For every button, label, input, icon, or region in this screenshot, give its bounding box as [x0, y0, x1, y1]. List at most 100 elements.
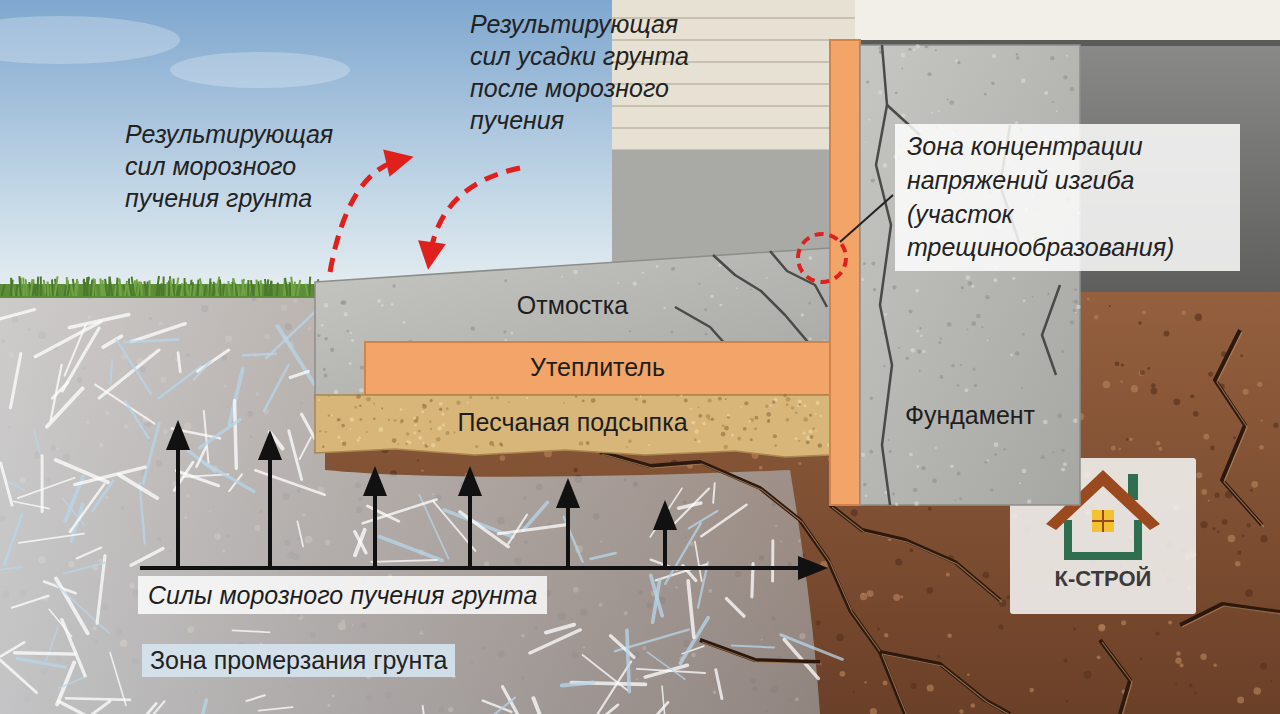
soil-grain [1111, 446, 1116, 451]
texture-dot [439, 402, 443, 406]
grass-blade [137, 281, 139, 296]
ice-crystal [65, 325, 86, 376]
texture-dot [938, 110, 940, 112]
texture-dot [337, 418, 341, 422]
texture-dot [915, 242, 917, 244]
grass-blade [105, 279, 107, 296]
texture-dot [321, 324, 324, 327]
texture-dot [1043, 420, 1048, 425]
soil-grain [815, 620, 820, 625]
soil-grain [862, 593, 864, 595]
grass-blade [242, 280, 244, 296]
soil-grain [1109, 305, 1111, 307]
soil-grain [895, 558, 902, 565]
ice-crystal [64, 563, 105, 574]
label-box: Силы морозного пучения грунта [138, 576, 547, 614]
texture-dot [863, 483, 867, 487]
soil-grain [1245, 589, 1253, 597]
soil-grain [1084, 671, 1092, 679]
grass-blade [265, 279, 267, 296]
grass-blade [213, 282, 215, 296]
soil-grain [1201, 489, 1207, 495]
texture-dot [964, 189, 968, 193]
ice-crystal [190, 700, 206, 714]
texture-dot [1015, 351, 1019, 355]
texture-dot [731, 433, 734, 436]
texture-dot [947, 98, 949, 100]
texture-dot [919, 327, 922, 330]
grass-blade [199, 286, 202, 296]
texture-dot [783, 394, 787, 398]
grass-blade [33, 284, 35, 296]
texture-dot [1078, 211, 1081, 214]
soil-grain [1203, 434, 1209, 440]
crack-highlight [832, 507, 1002, 602]
texture-dot [914, 501, 919, 506]
texture-dot [392, 438, 397, 443]
texture-dot [755, 416, 759, 420]
heave-arrow-head [166, 420, 190, 450]
texture-dot [325, 431, 327, 433]
texture-dot [987, 459, 989, 461]
texture-dot [698, 414, 702, 418]
texture-dot [974, 384, 977, 387]
texture-dot [913, 488, 918, 493]
crack-highlight [882, 654, 1012, 714]
ice-crystal [264, 365, 288, 410]
texture-dot [1034, 129, 1036, 131]
ice-crystal [562, 682, 594, 685]
ice-crystal [716, 670, 722, 699]
texture-dot [987, 340, 989, 342]
texture-dot [342, 300, 347, 305]
texture-dot [1074, 300, 1078, 304]
crack-highlight [1217, 332, 1264, 527]
texture-dot [861, 453, 865, 457]
soil-grain [1237, 696, 1244, 703]
texture-dot [893, 155, 897, 159]
texture-dot [698, 406, 700, 408]
texture-dot [740, 406, 742, 408]
ice-crystal [69, 314, 128, 327]
texture-dot [892, 285, 896, 289]
concrete-crack [887, 105, 920, 135]
grass-blade [190, 285, 191, 296]
texture-dot [954, 499, 956, 501]
soil-grain [1260, 663, 1267, 670]
slab-body [315, 248, 830, 400]
texture-dot [905, 357, 909, 361]
texture-dot [373, 417, 376, 420]
texture-dot [974, 171, 976, 173]
texture-dot [573, 270, 578, 275]
texture-dot [406, 440, 409, 443]
ice-crystal [46, 627, 58, 661]
texture-dot [957, 61, 960, 64]
texture-dot [1061, 449, 1064, 452]
grass-blade [233, 278, 236, 296]
texture-dot [453, 432, 455, 434]
texture-dot [582, 400, 585, 403]
texture-dot [809, 435, 813, 439]
texture-dot [1043, 137, 1046, 140]
texture-dot [766, 277, 768, 279]
soil-grain [1158, 447, 1162, 451]
texture-dot [704, 308, 707, 311]
ice-crystal [732, 646, 774, 648]
soil-grain [1087, 298, 1090, 301]
ice-crystal [665, 523, 701, 584]
texture-dot [915, 289, 919, 293]
insulation-body [365, 342, 830, 395]
callout-leader [840, 195, 893, 242]
soil-grain [1100, 624, 1106, 630]
texture-dot [1063, 462, 1067, 466]
texture-dot [1022, 469, 1026, 473]
texture-dot [1047, 147, 1052, 152]
ice-crystal [4, 514, 22, 564]
grass-blade [132, 277, 135, 296]
texture-dot [437, 426, 442, 431]
heave-arrow-shaft [176, 446, 180, 570]
grass-blade [10, 280, 12, 296]
texture-dot [935, 175, 939, 179]
texture-dot [379, 427, 384, 432]
texture-dot [1050, 56, 1054, 60]
texture-dot [1074, 288, 1077, 291]
